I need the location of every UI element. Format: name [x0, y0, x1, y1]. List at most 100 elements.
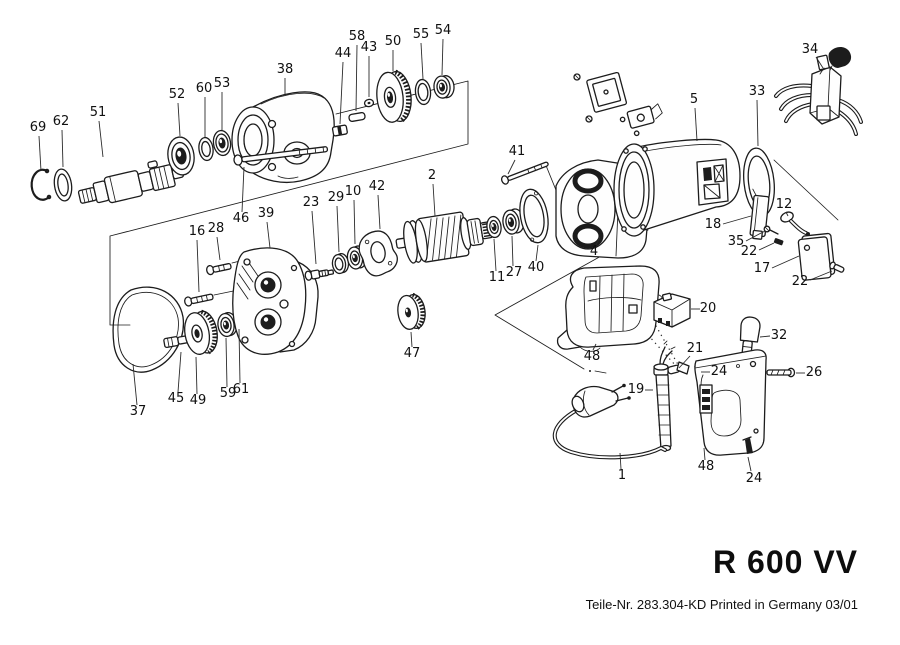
part-19-cord-sleeve: [653, 340, 676, 452]
leader-line-61: [238, 328, 241, 384]
part-label-69: 69: [30, 120, 47, 135]
leader-line-46: [241, 166, 245, 213]
part-label-29: 29: [328, 190, 345, 205]
leader-line-49: [195, 356, 198, 395]
leader-line-33: [756, 99, 759, 147]
leader-line-32: [759, 335, 771, 338]
leader-line-54: [441, 38, 444, 76]
leader-line-69: [38, 135, 42, 172]
part-38-gear-housing: [231, 91, 335, 184]
part-50-gear: [376, 69, 412, 124]
part-label-44: 44: [335, 46, 352, 61]
part-label-11: 11: [489, 270, 506, 285]
leader-line-52: [177, 102, 181, 137]
leader-line-12: [785, 211, 789, 217]
part-label-59: 59: [220, 386, 237, 401]
part-37-gasket: [112, 286, 185, 373]
part-2-armature: [395, 211, 499, 264]
leader-line-62: [61, 129, 64, 168]
part-label-48: 48: [698, 459, 715, 474]
leader-line-23: [311, 210, 317, 265]
leader-line-29: [336, 205, 340, 253]
leader-line-40: [535, 244, 539, 262]
leader-line-37: [132, 363, 138, 406]
part-46-screw: [233, 146, 329, 166]
leader-line-51: [98, 120, 104, 158]
leader-line-10: [353, 199, 356, 245]
part-label-32: 32: [771, 328, 788, 343]
part-1-power-cord: [552, 383, 667, 460]
part-35-screw: [763, 225, 779, 235]
part-39-gear-case: [232, 247, 319, 355]
brush-holder: [619, 103, 663, 137]
part-label-24: 24: [746, 471, 763, 486]
part-label-33: 33: [749, 84, 766, 99]
part-label-26: 26: [806, 365, 823, 380]
leader-line-48: [592, 343, 597, 351]
part-69-circlip: [30, 168, 52, 201]
leader-line-58: [355, 44, 358, 112]
leader-line-17: [771, 255, 800, 269]
part-label-41: 41: [509, 144, 526, 159]
part-label-49: 49: [190, 393, 207, 408]
part-label-10: 10: [345, 184, 362, 199]
part-label-37: 37: [130, 404, 147, 419]
part-47-gear: [397, 292, 426, 330]
title-block: R 600 VV Teile-Nr. 283.304-KD Printed in…: [586, 544, 858, 612]
part-40-gasket-ring: [519, 188, 549, 244]
footer-part-number: Teile-Nr. 283.304-KD Printed in Germany …: [585, 597, 858, 612]
part-53-bearing: [212, 129, 232, 157]
part-label-43: 43: [361, 40, 378, 55]
part-label-18: 18: [705, 217, 722, 232]
leader-line-48: [703, 447, 706, 461]
leader-line-2: [432, 183, 436, 217]
leader-line-22: [809, 270, 833, 281]
part-label-61: 61: [233, 382, 250, 397]
leader-line-35: [745, 230, 766, 242]
part-62-washer: [53, 168, 73, 202]
part-label-55: 55: [413, 27, 430, 42]
part-label-22: 22: [741, 244, 758, 259]
leader-line-27: [511, 235, 514, 267]
leader-line-44: [339, 61, 344, 125]
brush-cover-plate: [586, 71, 628, 113]
part-60-ring: [198, 136, 214, 162]
part-11-bearing: [486, 215, 502, 239]
part-22-bolt-upper: [773, 238, 784, 246]
leader-line-5: [694, 107, 698, 142]
part-label-51: 51: [90, 105, 107, 120]
part-44-bolt: [331, 124, 348, 137]
part-label-35: 35: [728, 234, 745, 249]
part-label-27: 27: [506, 265, 523, 280]
part-label-52: 52: [169, 87, 186, 102]
part-22-screw-lower: [829, 261, 845, 273]
part-label-60: 60: [196, 81, 213, 96]
part-label-4: 4: [590, 244, 598, 259]
part-label-50: 50: [385, 34, 402, 49]
part-23-bolt: [304, 269, 335, 281]
leader-line-1: [619, 452, 622, 470]
part-49-gear: [184, 309, 218, 355]
part-51-spindle: [77, 160, 184, 204]
part-label-20: 20: [700, 301, 717, 316]
part-label-12: 12: [776, 197, 793, 212]
part-label-53: 53: [214, 76, 231, 91]
part-48-upper-housing: [556, 265, 664, 352]
part-24-screw-lower: [742, 436, 753, 454]
part-label-22: 22: [792, 274, 809, 289]
part-59-bearing: [217, 311, 238, 338]
part-label-24: 24: [711, 364, 728, 379]
part-label-58: 58: [349, 29, 366, 44]
part-label-1: 1: [618, 468, 626, 483]
part-18-brush-plate: [749, 188, 770, 240]
leader-line-39: [266, 221, 271, 249]
part-label-45: 45: [168, 391, 185, 406]
part-52-bearing: [167, 136, 195, 176]
part-label-5: 5: [690, 92, 698, 107]
part-55-ring: [414, 78, 432, 106]
part-48-handle-housing: [694, 349, 767, 456]
leader-line-16: [196, 239, 200, 293]
part-26-screw: [766, 367, 796, 378]
part-label-38: 38: [277, 62, 294, 77]
leader-line-21: [678, 355, 691, 369]
